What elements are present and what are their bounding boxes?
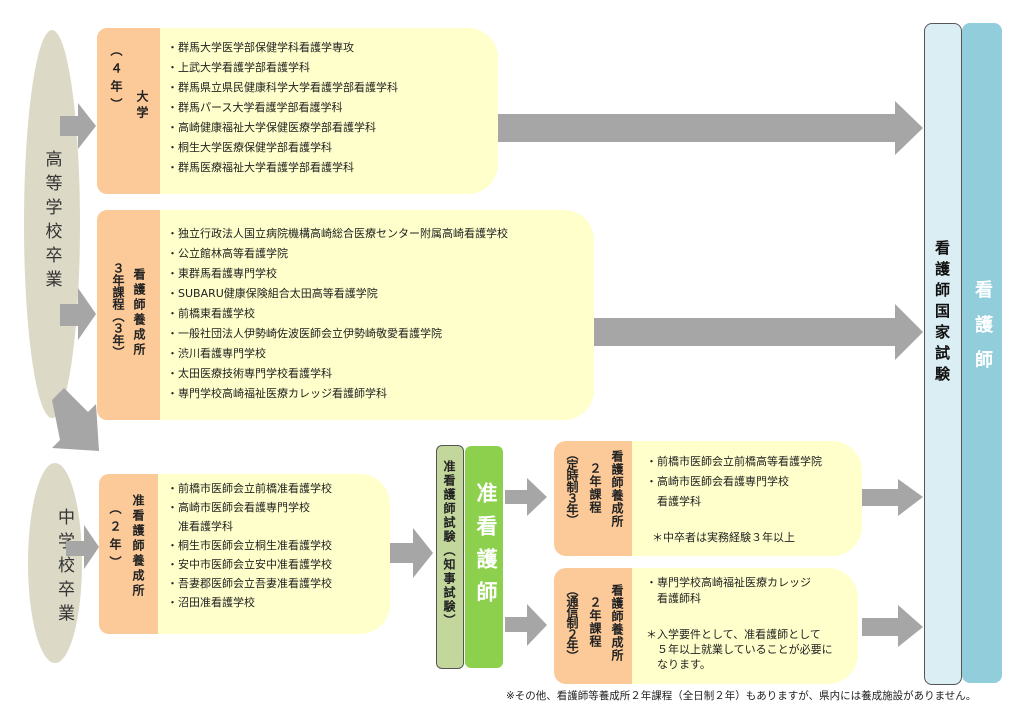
arrow-hs-to-assistant-course <box>52 388 99 451</box>
school-item: ・群馬パース大学看護学部看護学科 <box>167 101 343 114</box>
arrow-parttime-to-national-exam <box>862 479 923 516</box>
correspondence-school-list: ・専門学校高崎福祉医療カレッジ 看護師科 <box>646 575 811 607</box>
school-item: ・太田医療技術専門学校看護学科 <box>167 367 332 380</box>
school-item: ・安中市医師会立安中准看護学校 <box>167 558 332 571</box>
school-item: ・専門学校高崎福祉医療カレッジ <box>646 576 811 589</box>
school-item: ・群馬医療福祉大学看護学部看護学科 <box>167 161 354 174</box>
arrow-correspondence-to-national-exam <box>862 605 923 647</box>
school-item: ・独立行政法人国立病院機構高崎総合医療センター附属高崎看護学校 <box>167 227 508 240</box>
note-line: ５年以上就業していることが必要に <box>646 643 833 656</box>
university-school-list: ・群馬大学医学部保健学科看護学専攻 ・上武大学看護学部看護学科 ・群馬県立県民健… <box>167 38 398 178</box>
assistant-school-type-label: 准看護師養成所 <box>131 494 145 599</box>
university-type-label: 大学 <box>135 90 149 122</box>
parttime-type-label: 看護師養成所 <box>610 450 624 528</box>
arrow-assistant-nurse-to-correspondence <box>505 604 547 646</box>
university-duration-label: （４年） <box>109 44 123 116</box>
school-item: ・桐生市医師会立桐生准看護学校 <box>167 539 332 552</box>
correspondence-course-label: ２年課程 <box>588 596 602 648</box>
nursing-3yr-school-list-box <box>160 210 594 420</box>
national-exam-box <box>924 23 962 685</box>
arrow-3yr-school-to-national-exam <box>592 304 923 360</box>
assistant-school-list-box <box>158 474 390 634</box>
nurse-qualification-box <box>962 23 1002 683</box>
school-item: ・前橋市医師会立前橋准看護学校 <box>167 482 332 495</box>
arrow-university-to-national-exam <box>497 101 923 155</box>
school-item: ・吾妻郡医師会立吾妻准看護学校 <box>167 577 332 590</box>
arrow-assistant-nurse-to-parttime <box>505 478 547 516</box>
parttime-school-list: ・前橋市医師会立前橋高等看護学院 ・高崎市医師会看護専門学校 看護学科 <box>646 452 822 512</box>
parttime-label-box <box>554 441 638 556</box>
school-item: ・東群馬看護専門学校 <box>167 267 277 280</box>
nurse-qualification-label: 看護師 <box>972 280 993 385</box>
parttime-school-list-box <box>632 441 862 556</box>
note-line: なります。 <box>646 658 711 671</box>
university-school-list-box <box>160 28 498 194</box>
correspondence-label-box <box>554 568 638 684</box>
arrow-hs-to-university <box>60 103 96 149</box>
school-item: ・桐生大学医療保健学部看護学科 <box>167 141 332 154</box>
school-item: ・SUBARU健康保険組合太田高等看護学院 <box>167 287 378 300</box>
school-item: ・渋川看護専門学校 <box>167 347 266 360</box>
parttime-note: ＊中卒者は実務経験３年以上 <box>652 531 795 544</box>
junior-high-graduation-node <box>28 463 82 663</box>
nursing-3yr-school-list: ・独立行政法人国立病院機構高崎総合医療センター附属高崎看護学校 ・公立館林高等看… <box>167 224 508 404</box>
assistant-nurse-qualification-label: 准看護師 <box>474 482 498 614</box>
school-item: ・公立館林高等看護学院 <box>167 247 288 260</box>
school-item: ・高崎健康福祉大学保健医療学部看護学科 <box>167 121 376 134</box>
school-item: ・専門学校高崎福祉医療カレッジ看護師学科 <box>167 387 387 400</box>
school-item: ・一般社団法人伊勢崎佐波医師会立伊勢崎敬愛看護学院 <box>167 327 442 340</box>
school-item: ・高崎市医師会看護専門学校 <box>646 475 789 488</box>
school-item: ・前橋東看護学校 <box>167 307 255 320</box>
school-item: ・群馬県立県民健康科学大学看護学部看護学科 <box>167 81 398 94</box>
nursing-3yr-label-box <box>97 210 167 420</box>
correspondence-note: ＊入学要件として、准看護師として ５年以上就業していることが必要に なります。 <box>646 627 833 672</box>
arrow-jhs-to-assistant-school <box>66 525 99 569</box>
school-item: ・群馬大学医学部保健学科看護学専攻 <box>167 41 354 54</box>
nursing-3yr-duration-label: ３年課程（３年） <box>111 262 125 358</box>
note-line: ＊入学要件として、准看護師として <box>646 628 821 641</box>
assistant-school-label-box <box>99 474 165 634</box>
correspondence-mode-label: （通信制２年） <box>565 584 579 661</box>
school-item: 看護師科 <box>646 592 701 605</box>
high-school-graduation-label: 高等学校卒業 <box>41 150 62 294</box>
school-item: ・上武大学看護学部看護学科 <box>167 61 310 74</box>
school-item: 准看護学科 <box>167 520 233 533</box>
footnote: ※その他、看護師等養成所２年課程（全日制２年）もありますが、県内には養成施設があ… <box>506 690 977 702</box>
correspondence-school-list-box <box>632 568 858 684</box>
school-item: ・前橋市医師会立前橋高等看護学院 <box>646 455 822 468</box>
correspondence-type-label: 看護師養成所 <box>610 584 624 662</box>
assistant-nurse-qualification-box <box>465 446 503 668</box>
national-exam-label: 看護師国家試験 <box>933 240 951 387</box>
university-label-box <box>97 28 167 194</box>
assistant-school-list: ・前橋市医師会立前橋准看護学校 ・高崎市医師会看護専門学校 准看護学科 ・桐生市… <box>167 479 332 612</box>
nursing-3yr-type-label: 看護師養成所 <box>132 268 146 358</box>
arrow-assistant-school-to-exam <box>390 528 433 578</box>
assistant-nurse-exam-box <box>436 445 464 669</box>
junior-high-graduation-label: 中学校卒業 <box>54 508 74 628</box>
parttime-mode-label: （定時制３年） <box>565 448 579 525</box>
arrow-hs-to-3yr-school <box>60 288 96 340</box>
parttime-course-label: ２年課程 <box>588 462 602 514</box>
school-item: 看護学科 <box>646 495 701 508</box>
school-item: ・沼田准看護学校 <box>167 596 255 609</box>
assistant-nurse-exam-label: 准看護師試験（知事試験） <box>442 460 456 628</box>
high-school-graduation-node <box>24 30 80 418</box>
assistant-school-duration-label: （２年） <box>108 502 122 574</box>
school-item: ・高崎市医師会看護専門学校 <box>167 501 310 514</box>
